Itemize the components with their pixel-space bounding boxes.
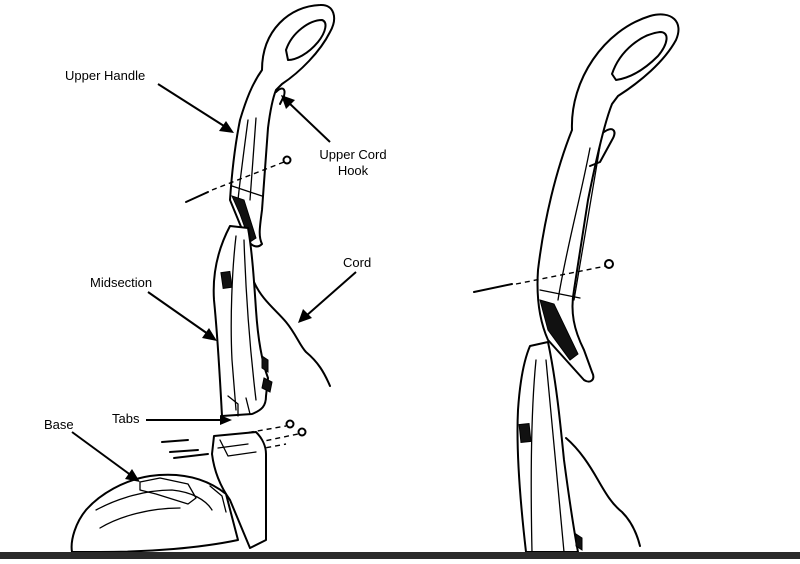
cord-left <box>253 281 331 387</box>
leader-base <box>71 431 140 482</box>
screw-right <box>473 259 614 293</box>
label-upper-handle: Upper Handle <box>65 68 145 83</box>
leader-upper-cord-hook <box>281 95 331 143</box>
label-upper-cord-hook-line2: Hook <box>338 163 369 178</box>
label-tabs: Tabs <box>112 411 140 426</box>
label-base: Base <box>44 417 74 432</box>
label-cord: Cord <box>343 255 371 270</box>
label-upper-cord-hook-line1: Upper Cord <box>319 147 386 162</box>
leader-upper-handle <box>157 83 234 133</box>
base-left <box>70 431 267 553</box>
bottom-edge <box>0 552 800 559</box>
leader-tabs <box>146 415 232 425</box>
upper-cord-hook-right <box>589 128 616 167</box>
label-midsection: Midsection <box>90 275 152 290</box>
midsection-left <box>212 225 273 417</box>
upper-handle-right <box>536 13 680 383</box>
upper-handle-left <box>229 3 336 248</box>
upper-cord-hook-left <box>275 87 286 105</box>
screw-upper-left <box>185 155 292 203</box>
midsection-right <box>516 341 583 553</box>
leader-midsection <box>147 291 217 341</box>
cord-right <box>565 437 641 547</box>
leader-cord <box>298 271 357 323</box>
screws-base-left <box>161 419 307 459</box>
